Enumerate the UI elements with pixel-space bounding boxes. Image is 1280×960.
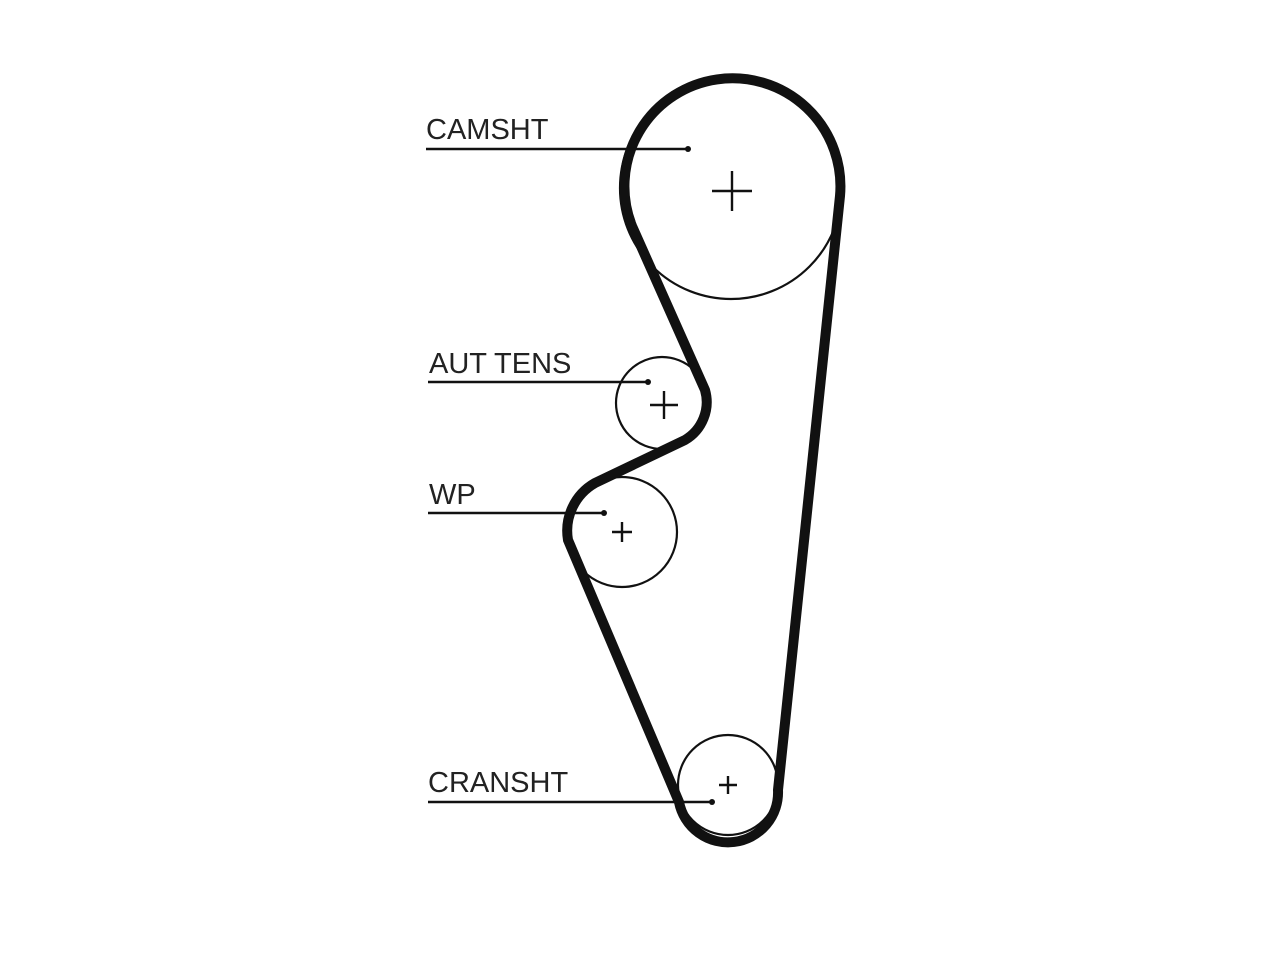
water-pump-leader-dot (601, 510, 607, 516)
camshaft-leader-dot (685, 146, 691, 152)
tensioner-label: AUT TENS (429, 348, 571, 380)
water-pump-label: WP (429, 479, 476, 511)
timing-belt (562, 73, 846, 848)
crankshaft-label: CRANSHT (428, 767, 568, 799)
camshaft-center-cross (712, 171, 752, 211)
tensioner-center-cross (650, 391, 678, 419)
tensioner-leader-dot (645, 379, 651, 385)
crankshaft-center-cross (719, 776, 737, 794)
camshaft-label: CAMSHT (426, 114, 549, 146)
crankshaft-leader-dot (709, 799, 715, 805)
water-pump-center-cross (612, 522, 632, 542)
